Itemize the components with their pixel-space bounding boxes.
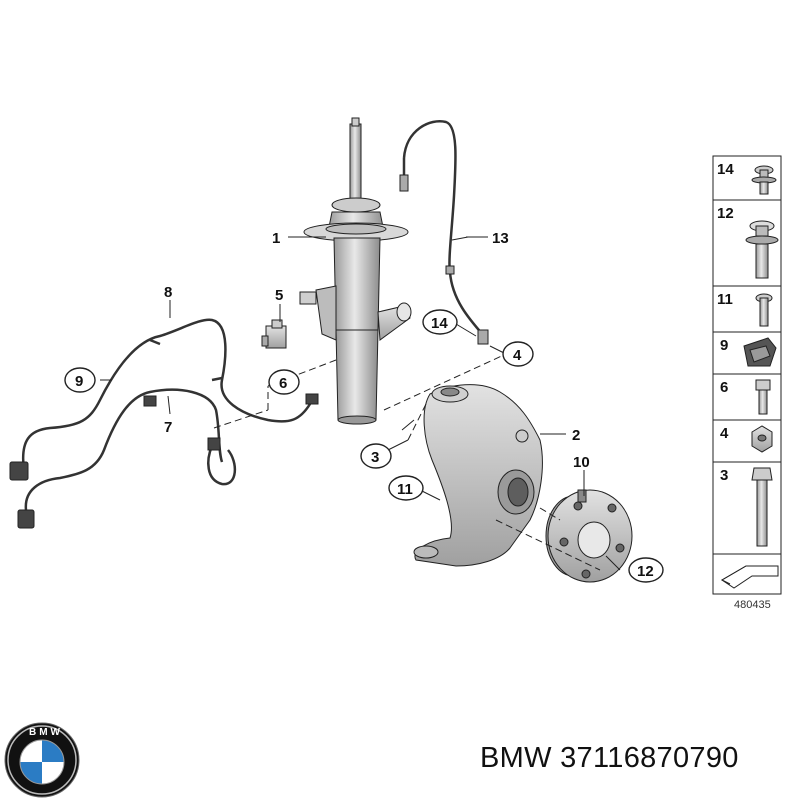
callout-13: 13 [492, 230, 509, 247]
leader-lines [100, 236, 621, 571]
callout-1: 1 [272, 230, 280, 247]
sensor-wire-13 [402, 120, 485, 337]
callout-12: 12 [637, 563, 654, 580]
panel-label-14: 14 [717, 161, 734, 178]
callout-3: 3 [371, 449, 379, 466]
callout-7: 7 [164, 419, 172, 436]
callout-4: 4 [513, 347, 522, 364]
callout-8: 8 [164, 284, 172, 301]
wire-harness [21, 318, 312, 511]
panel-label-12: 12 [717, 205, 734, 222]
circled-callouts [64, 309, 664, 583]
plain-callouts: 1 2 5 7 8 10 13 [164, 230, 590, 471]
callout-10: 10 [573, 454, 590, 471]
callout-6: 6 [279, 375, 287, 392]
steering-knuckle [413, 384, 543, 567]
callout-5: 5 [275, 287, 283, 304]
bmw-logo: BMW [4, 722, 80, 798]
strut-assembly [299, 117, 412, 425]
callout-11: 11 [397, 481, 413, 498]
diagram-ref-number: 480435 [734, 599, 771, 611]
dash-lines [213, 353, 601, 571]
panel-label-3: 3 [720, 467, 728, 484]
panel-label-4: 4 [720, 425, 729, 442]
callout-14: 14 [431, 315, 448, 332]
panel-label-9: 9 [720, 337, 728, 354]
callout-2: 2 [572, 427, 580, 444]
panel-label-6: 6 [720, 379, 728, 396]
fastener-icons [720, 165, 779, 589]
panel-label-11: 11 [717, 291, 733, 308]
part-number-caption: BMW 37116870790 [480, 742, 739, 774]
bmw-logo-text: BMW [29, 727, 63, 738]
callout-9: 9 [75, 373, 83, 390]
wheel-hub [545, 489, 633, 583]
bracket-part [261, 319, 287, 349]
